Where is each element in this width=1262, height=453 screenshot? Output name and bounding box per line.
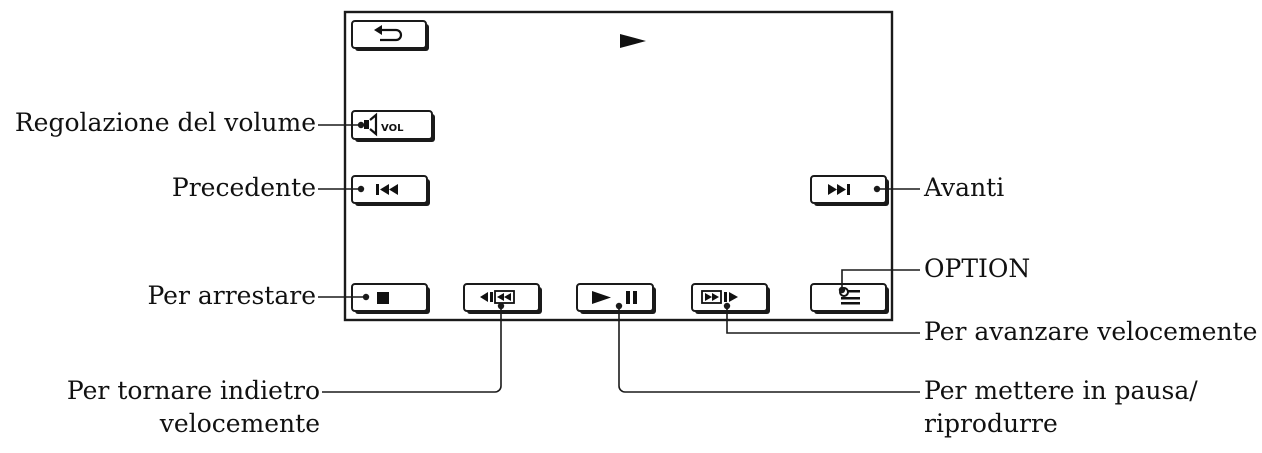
callout-play-pause-line1: Per mettere in pausa/ xyxy=(924,376,1198,405)
leader-dot-next xyxy=(873,185,881,193)
stop-button[interactable] xyxy=(351,283,430,314)
fast-forward-button[interactable] xyxy=(691,283,770,314)
leader-dot-fast-forward xyxy=(723,302,731,310)
leader-rewind xyxy=(322,306,502,393)
fast-forward-icon xyxy=(701,290,738,304)
skip-previous-icon xyxy=(376,184,398,195)
volume-button[interactable]: VOL xyxy=(351,110,435,142)
callout-previous: Precedente xyxy=(171,173,316,202)
volume-button-text: VOL xyxy=(381,123,404,134)
callout-stop: Per arrestare xyxy=(147,281,316,310)
previous-button[interactable] xyxy=(351,175,430,206)
speaker-volume-icon xyxy=(364,112,378,137)
rewind-icon xyxy=(480,290,515,304)
callout-option: OPTION xyxy=(924,254,1031,283)
leader-dot-play-pause xyxy=(615,302,623,310)
stop-square-icon xyxy=(377,292,389,304)
callout-play-pause-line2: riprodurre xyxy=(924,409,1058,438)
screen-frame xyxy=(343,10,894,322)
back-button[interactable] xyxy=(351,20,429,51)
leader-option xyxy=(841,269,920,290)
skip-next-icon xyxy=(828,184,850,195)
next-button[interactable] xyxy=(810,175,889,206)
callout-fast-forward: Per avanzare velocemente xyxy=(924,317,1258,346)
callout-rewind-line1: Per tornare indietro xyxy=(66,376,320,405)
leader-dot-stop xyxy=(362,293,370,301)
play-triangle-icon xyxy=(620,34,646,48)
play-pause-icon xyxy=(592,291,637,304)
leader-dot-previous xyxy=(357,185,365,193)
play-pause-button[interactable] xyxy=(576,283,656,314)
return-arrow-icon xyxy=(374,25,403,42)
rewind-button[interactable] xyxy=(463,283,542,314)
leader-dot-volume xyxy=(357,121,365,129)
callout-volume: Regolazione del volume xyxy=(14,108,316,137)
leader-lines xyxy=(318,121,920,393)
option-button[interactable] xyxy=(810,283,889,314)
leader-dot-option xyxy=(838,286,846,294)
leader-dot-rewind xyxy=(497,302,505,310)
leader-fast-forward xyxy=(726,306,920,334)
callout-rewind-line2: velocemente xyxy=(159,409,320,438)
callout-next: Avanti xyxy=(924,173,1005,202)
leader-play-pause xyxy=(618,306,920,393)
